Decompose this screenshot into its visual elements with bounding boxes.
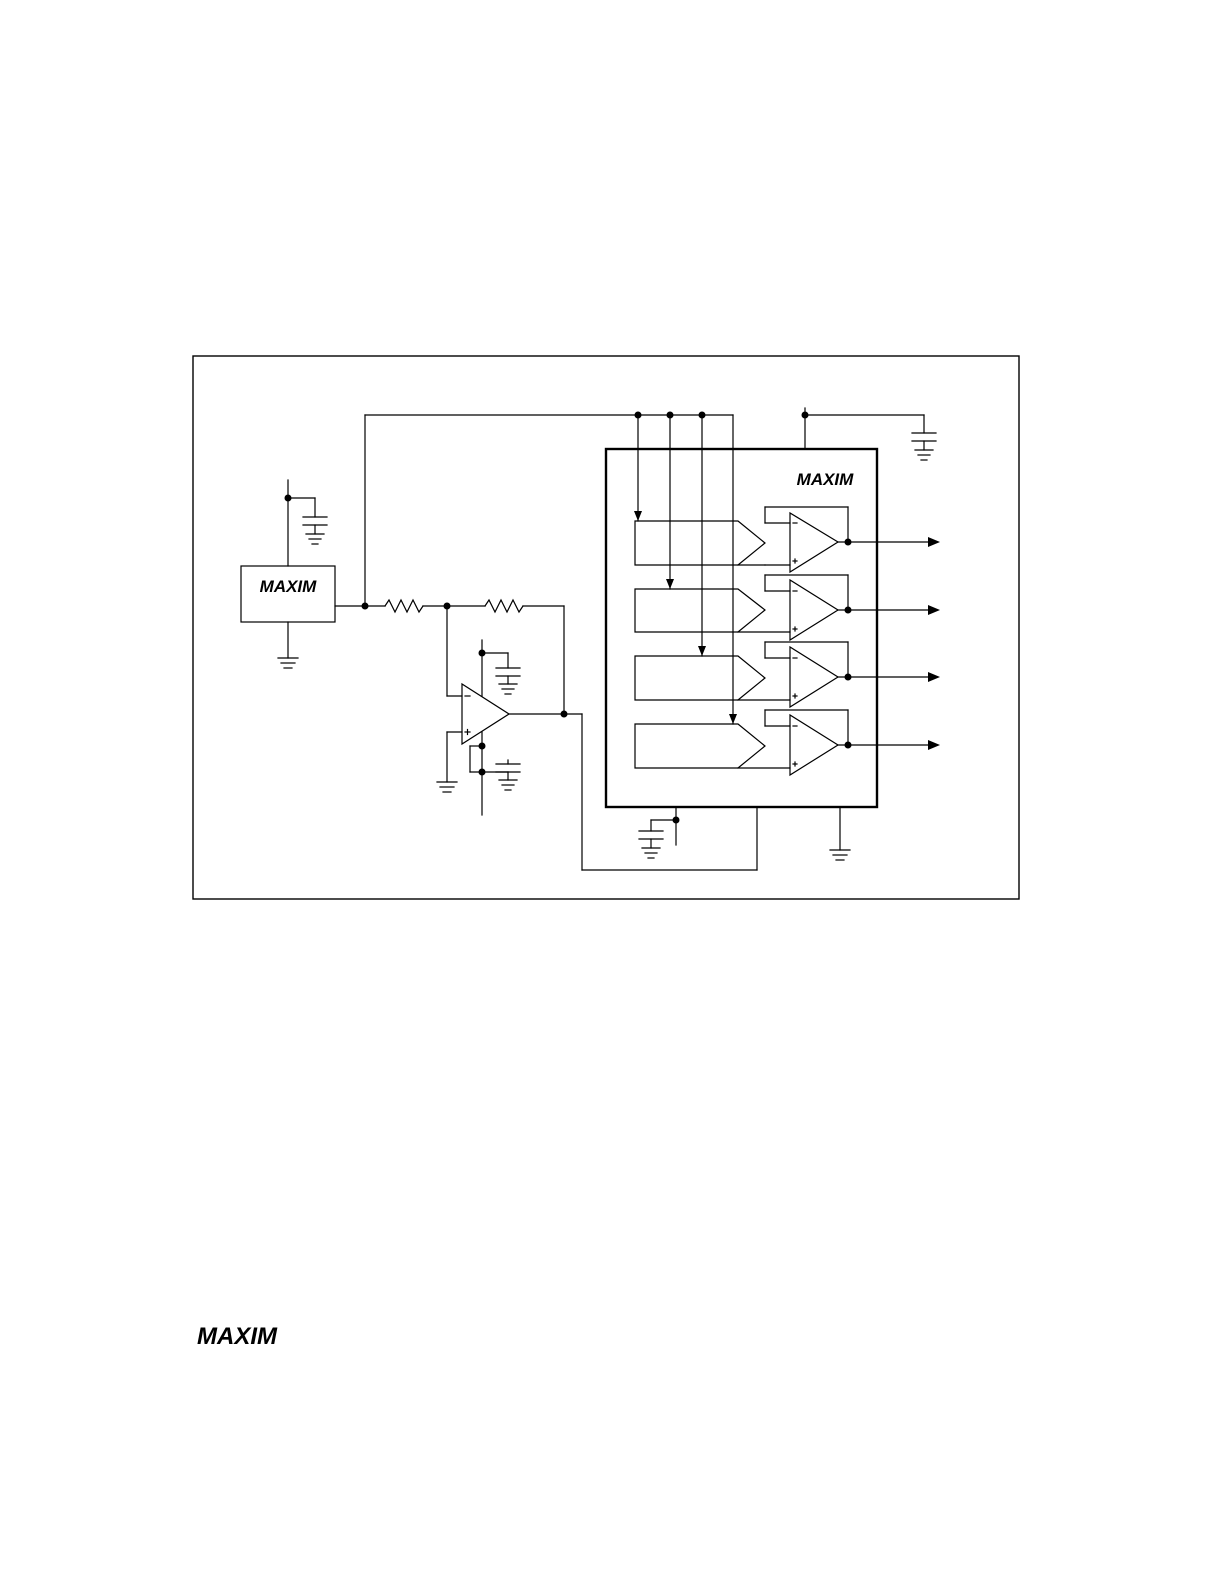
reference-ic-logo: MAXIM xyxy=(260,577,318,596)
resistor-icon xyxy=(384,598,424,614)
ground-icon xyxy=(277,657,299,669)
junction-dot xyxy=(844,538,852,546)
footer-brand-logo: MAXIM xyxy=(197,1323,278,1350)
junction-dot xyxy=(634,411,642,419)
dac-register-icon xyxy=(634,723,766,769)
junction-dot xyxy=(844,606,852,614)
dac-register-icon xyxy=(634,655,766,701)
arrow-down-icon xyxy=(729,714,737,724)
ground-icon xyxy=(829,849,851,861)
junction-dot xyxy=(443,602,451,610)
output-arrow-icon xyxy=(928,537,940,547)
junction-dot xyxy=(284,494,292,502)
junction-dot xyxy=(844,673,852,681)
resistor-icon xyxy=(484,598,524,614)
junction-dot xyxy=(801,411,809,419)
arrow-down-icon xyxy=(666,579,674,589)
output-arrow-icon xyxy=(928,672,940,682)
dac-register-icon xyxy=(634,588,766,633)
ground-icon xyxy=(436,781,458,793)
output-buffer-icon xyxy=(789,511,840,574)
dac-channel-a xyxy=(634,506,931,574)
capacitor-icon xyxy=(911,414,937,461)
capacitor-icon xyxy=(495,759,521,791)
junction-dot xyxy=(361,602,369,610)
output-buffer-icon xyxy=(789,713,840,777)
dac-channel-b xyxy=(634,574,931,642)
op-amp-icon xyxy=(461,682,511,746)
junction-dot xyxy=(698,411,706,419)
junction-dot xyxy=(844,741,852,749)
junction-dot xyxy=(672,816,680,824)
junction-dot xyxy=(478,649,486,657)
capacitor-icon xyxy=(495,652,521,695)
arrow-down-icon xyxy=(634,511,642,521)
dac-channel-c xyxy=(634,641,931,709)
output-buffer-icon xyxy=(789,578,840,642)
junction-dot xyxy=(478,768,486,776)
output-buffer-icon xyxy=(789,645,840,709)
figure-frame xyxy=(192,355,1020,900)
junction-dot xyxy=(560,710,568,718)
junction-dot xyxy=(478,742,486,750)
dac-ic-body xyxy=(604,447,879,809)
dac-ic-logo: MAXIM xyxy=(797,470,855,489)
reference-ic: MAXIM xyxy=(240,565,336,623)
output-arrow-icon xyxy=(928,740,940,750)
capacitor-icon xyxy=(302,497,328,545)
dac-channel-d xyxy=(634,709,931,777)
junction-dot xyxy=(666,411,674,419)
dac-register-icon xyxy=(634,520,766,566)
capacitor-icon xyxy=(638,819,664,859)
output-arrow-icon xyxy=(928,605,940,615)
arrow-down-icon xyxy=(698,646,706,656)
